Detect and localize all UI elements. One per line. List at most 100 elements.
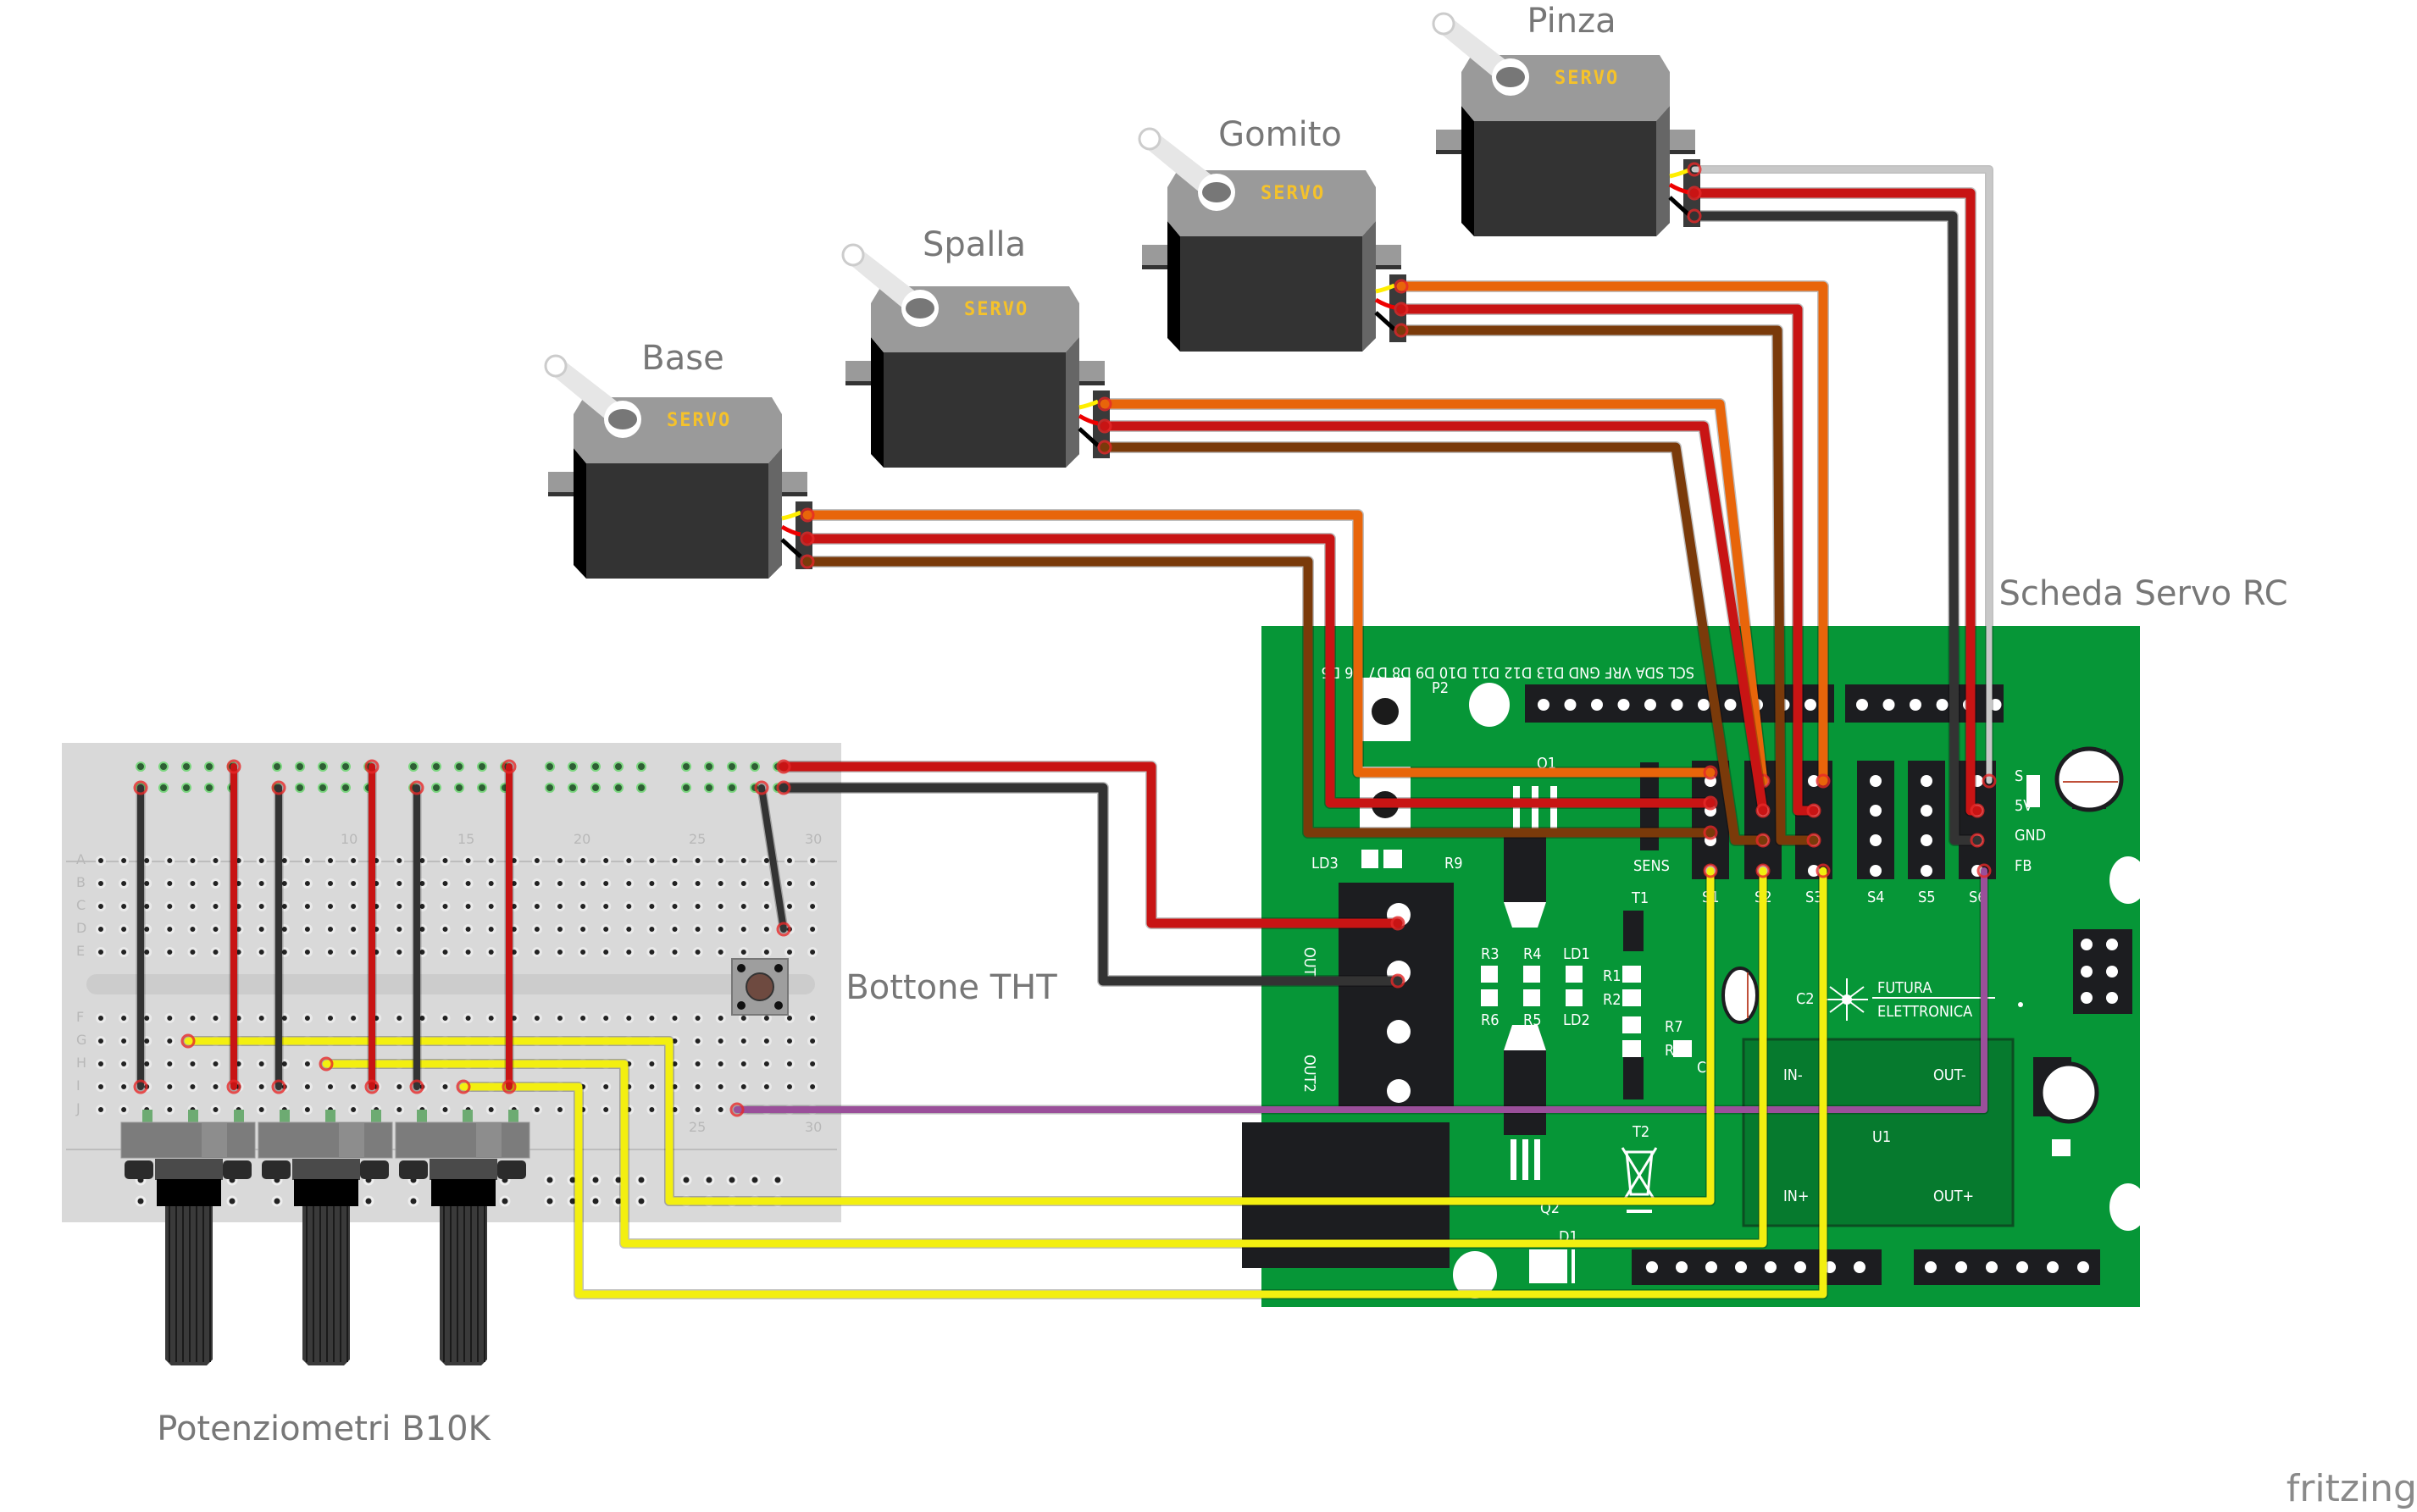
- breadboard-hole: [431, 762, 441, 772]
- breadboard-hole: [394, 856, 405, 866]
- t2-pin: [1534, 1139, 1540, 1180]
- breadboard-hole: [784, 1036, 795, 1046]
- d1-pad: [1529, 1249, 1567, 1283]
- breadboard-hole: [256, 1082, 267, 1092]
- servo-lead-yellow: [1078, 399, 1099, 410]
- ld3-pad: [1361, 850, 1378, 868]
- q1-pad: [1513, 786, 1520, 833]
- breadboard-hole: [807, 856, 818, 866]
- header-pin: [1794, 1261, 1806, 1273]
- servo-body-right: [1362, 221, 1376, 352]
- terminal-screw[interactable]: [1387, 1079, 1411, 1103]
- breadboard-hole: [624, 901, 635, 911]
- r2-pad: [1622, 989, 1641, 1006]
- breadboard-hole: [590, 762, 601, 772]
- breadboard-hole: [272, 762, 282, 772]
- header-analog: [1632, 1249, 1882, 1285]
- label-button: Bottone THT: [845, 968, 1057, 1007]
- weee-cross: [1621, 1147, 1658, 1204]
- servo-body-right: [1656, 106, 1670, 236]
- weee-bar: [1627, 1210, 1652, 1213]
- r4-label: R4: [1523, 945, 1542, 963]
- breadboard-hole: [96, 947, 106, 957]
- wire-end-icon: [1687, 162, 1702, 177]
- servo-body-side: [1167, 221, 1180, 352]
- wire-end-icon: [1687, 186, 1702, 201]
- wire-gomito-power-core: [1396, 304, 1819, 816]
- label-pots: Potenziometri B10K: [157, 1410, 491, 1448]
- servo-spalla[interactable]: SERVO: [841, 243, 1110, 468]
- label-base: Base: [641, 339, 723, 378]
- breadboard-hole: [578, 901, 589, 911]
- breadboard-hole: [761, 924, 772, 934]
- breadboard-hole: [96, 1082, 106, 1092]
- wire-end-icon: [271, 780, 286, 795]
- breadboard-hole: [204, 762, 214, 772]
- header-pin: [1564, 699, 1577, 711]
- breadboard-hole: [531, 878, 542, 889]
- breadboard-hole: [325, 901, 335, 911]
- breadboard-hole: [624, 878, 635, 889]
- breadboard-hole: [119, 1013, 130, 1023]
- breadboard-hole: [394, 947, 405, 957]
- breadboard-hole: [568, 762, 578, 772]
- wire-end-icon: [1755, 803, 1771, 818]
- wire-spalla-ground: [1097, 440, 1771, 848]
- servo-pinza[interactable]: SERVO: [1432, 12, 1700, 236]
- t2-tab: [1504, 1025, 1546, 1050]
- wire-end-icon: [1390, 916, 1405, 931]
- header-pin: [2077, 1261, 2089, 1273]
- wire-end-icon: [729, 1102, 745, 1117]
- breadboard-hole: [187, 878, 198, 889]
- breadboard-hole: [715, 924, 726, 934]
- breadboard-hole: [295, 762, 305, 772]
- breadboard-hole: [531, 1013, 542, 1023]
- servo-gomito[interactable]: SERVO: [1138, 127, 1406, 352]
- terminal-screw[interactable]: [1387, 1020, 1411, 1044]
- pin-label-s: S: [2015, 767, 2023, 785]
- servo-base[interactable]: SERVO: [544, 354, 812, 579]
- column-number: 10: [341, 831, 358, 847]
- pot-body: [120, 1122, 256, 1159]
- breadboard-hole: [692, 947, 703, 957]
- breadboard-hole: [531, 947, 542, 957]
- breadboard-hole: [646, 947, 657, 957]
- breadboard-hole: [692, 878, 703, 889]
- breadboard-hole: [692, 1013, 703, 1023]
- servo-body-side: [574, 448, 586, 579]
- wire-end-icon: [776, 922, 791, 937]
- breadboard-hole: [204, 783, 214, 793]
- header-pin: [1910, 699, 1921, 711]
- wire-pinza-power-core: [1689, 188, 1982, 816]
- push-button[interactable]: [731, 958, 789, 1016]
- breadboard-hole: [590, 1195, 601, 1207]
- breadboard-hole: [363, 1195, 374, 1207]
- breadboard-hole: [210, 856, 221, 866]
- breadboard-hole: [681, 783, 691, 793]
- breadboard-hole: [738, 1059, 749, 1069]
- breadboard-hole: [164, 1036, 175, 1046]
- wire-end-icon: [502, 759, 517, 774]
- breadboard-hole: [646, 856, 657, 866]
- breadboard-hole: [669, 856, 680, 866]
- breadboard-hole: [96, 924, 106, 934]
- wire-end-icon: [1806, 833, 1821, 848]
- button-cap[interactable]: [746, 972, 774, 1001]
- breadboard-hole: [164, 1082, 175, 1092]
- breadboard-hole: [715, 1013, 726, 1023]
- servo-lead-yellow: [781, 510, 801, 521]
- breadboard-hole: [692, 901, 703, 911]
- breadboard-hole: [440, 1013, 451, 1023]
- row-letter-h: H: [76, 1055, 86, 1071]
- breadboard-hole: [158, 762, 169, 772]
- pot-nut: [360, 1160, 389, 1179]
- breadboard-hole: [463, 1013, 474, 1023]
- breadboard-hole: [646, 1013, 657, 1023]
- r2-label: R2: [1603, 991, 1621, 1009]
- wire-end-icon: [1097, 396, 1112, 412]
- breadboard-hole: [544, 1195, 556, 1207]
- header-digital-right: [1845, 684, 2004, 723]
- breadboard-hole: [531, 901, 542, 911]
